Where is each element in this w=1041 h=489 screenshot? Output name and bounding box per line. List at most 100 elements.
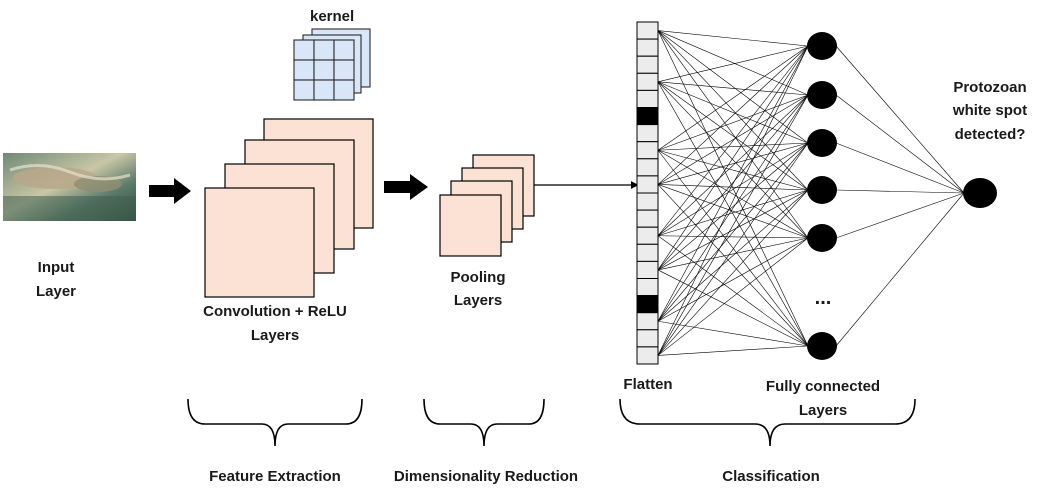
- fc-edge: [657, 235, 809, 239]
- fc-edge: [657, 45, 809, 271]
- output-edge: [835, 189, 965, 194]
- fc-edge: [657, 45, 809, 322]
- classification-label: Classification: [722, 468, 820, 485]
- fc-edge: [657, 94, 809, 151]
- flatten-cell: [636, 38, 659, 57]
- fc-edge: [657, 345, 809, 356]
- fc-edge: [657, 142, 809, 237]
- fc-edge: [657, 189, 809, 271]
- flatten-cell: [636, 226, 659, 245]
- fc-edge: [657, 184, 809, 347]
- flatten-cell: [636, 278, 659, 297]
- fc-edge: [657, 320, 809, 347]
- fc-edge: [657, 235, 809, 347]
- fc-edge: [657, 269, 809, 347]
- fc-edge: [657, 45, 809, 83]
- brace-feature-extraction: [187, 398, 363, 447]
- fc-edge: [657, 94, 809, 185]
- fc-edge: [657, 30, 809, 347]
- fc-edge: [657, 81, 809, 191]
- fc-edge: [657, 149, 809, 239]
- dimensionality-reduction-label: Dimensionality Reduction: [394, 468, 578, 485]
- flatten-cell: [636, 107, 659, 126]
- fully-connected-edges: [657, 30, 965, 356]
- feature-extraction-label: Feature Extraction: [209, 468, 341, 485]
- fc-edge: [657, 189, 809, 356]
- hidden-neuron: [807, 129, 837, 157]
- flatten-cell: [636, 21, 659, 40]
- input-image: [3, 153, 136, 221]
- hidden-neuron: [807, 224, 837, 252]
- fc-edge: [657, 149, 809, 191]
- fc-label-line2: Layers: [799, 402, 847, 419]
- flatten-cell: [636, 312, 659, 331]
- flatten-cell: [636, 192, 659, 211]
- fc-edge: [657, 30, 809, 96]
- fc-edge: [657, 237, 809, 322]
- pool-label-line2: Layers: [454, 292, 502, 309]
- flatten-cell: [636, 72, 659, 91]
- flatten-cell: [636, 89, 659, 109]
- flatten-cell: [636, 175, 659, 194]
- flatten-cell: [636, 243, 659, 262]
- flatten-vector: [636, 21, 659, 365]
- hidden-neuron: [807, 32, 837, 60]
- fc-edge: [657, 189, 809, 322]
- output-label-line1: Protozoan: [953, 79, 1026, 96]
- output-edge: [835, 45, 965, 194]
- fc-edge: [657, 45, 809, 356]
- fc-edge: [657, 237, 809, 271]
- convolution-feature-maps: [204, 118, 374, 298]
- fc-edge: [657, 45, 809, 236]
- fc-edge: [657, 184, 809, 191]
- fc-edge: [657, 142, 809, 185]
- fc-edge: [657, 184, 809, 239]
- output-edge: [835, 94, 965, 194]
- fc-edge: [657, 142, 809, 151]
- fc-edge: [657, 30, 809, 191]
- pool-label-line1: Pooling: [451, 269, 506, 286]
- fc-edge: [657, 94, 809, 236]
- fc-label-line1: Fully connected: [766, 378, 880, 395]
- hidden-neuron: [807, 176, 837, 204]
- flatten-cell: [636, 329, 659, 348]
- flatten-label: Flatten: [623, 376, 672, 393]
- output-edge: [835, 142, 965, 194]
- arrow-right-icon: [384, 174, 428, 200]
- fc-edge: [657, 81, 809, 96]
- fc-edge: [657, 142, 809, 322]
- fc-edge: [657, 142, 809, 356]
- flatten-cell: [636, 141, 659, 160]
- arrow-right-icon: [149, 178, 191, 204]
- hidden-ellipsis: ...: [815, 287, 832, 309]
- output-label-line2: white spot: [952, 102, 1027, 119]
- output-neuron: [963, 178, 997, 208]
- fc-edge: [657, 150, 809, 347]
- fc-edge: [657, 189, 809, 237]
- brace-dimensionality-reduction: [423, 398, 545, 447]
- input-label-line1: Input: [38, 259, 75, 276]
- hidden-neuron: [807, 81, 837, 109]
- conv-label-line1: Convolution + ReLU: [203, 303, 347, 320]
- output-edge: [835, 192, 965, 347]
- fc-edge: [657, 237, 809, 356]
- fc-edge: [657, 30, 809, 47]
- conv-label-line2: Layers: [251, 327, 299, 344]
- flatten-cell: [636, 346, 659, 365]
- output-label-line3: detected?: [955, 126, 1026, 143]
- pooling-feature-maps: [439, 154, 535, 257]
- kernel-label: kernel: [310, 8, 354, 25]
- fc-edge: [657, 45, 809, 185]
- output-edge: [835, 192, 965, 239]
- fc-edge: [657, 94, 809, 322]
- input-label-line2: Layer: [36, 283, 76, 300]
- flatten-cell: [636, 55, 659, 74]
- kernel-stack: [293, 28, 371, 101]
- brace-classification: [619, 398, 916, 447]
- fc-edge: [657, 94, 809, 271]
- hidden-neuron: [807, 332, 837, 360]
- fc-edge: [657, 45, 809, 151]
- flatten-cell: [636, 260, 659, 279]
- flatten-cell: [636, 124, 659, 143]
